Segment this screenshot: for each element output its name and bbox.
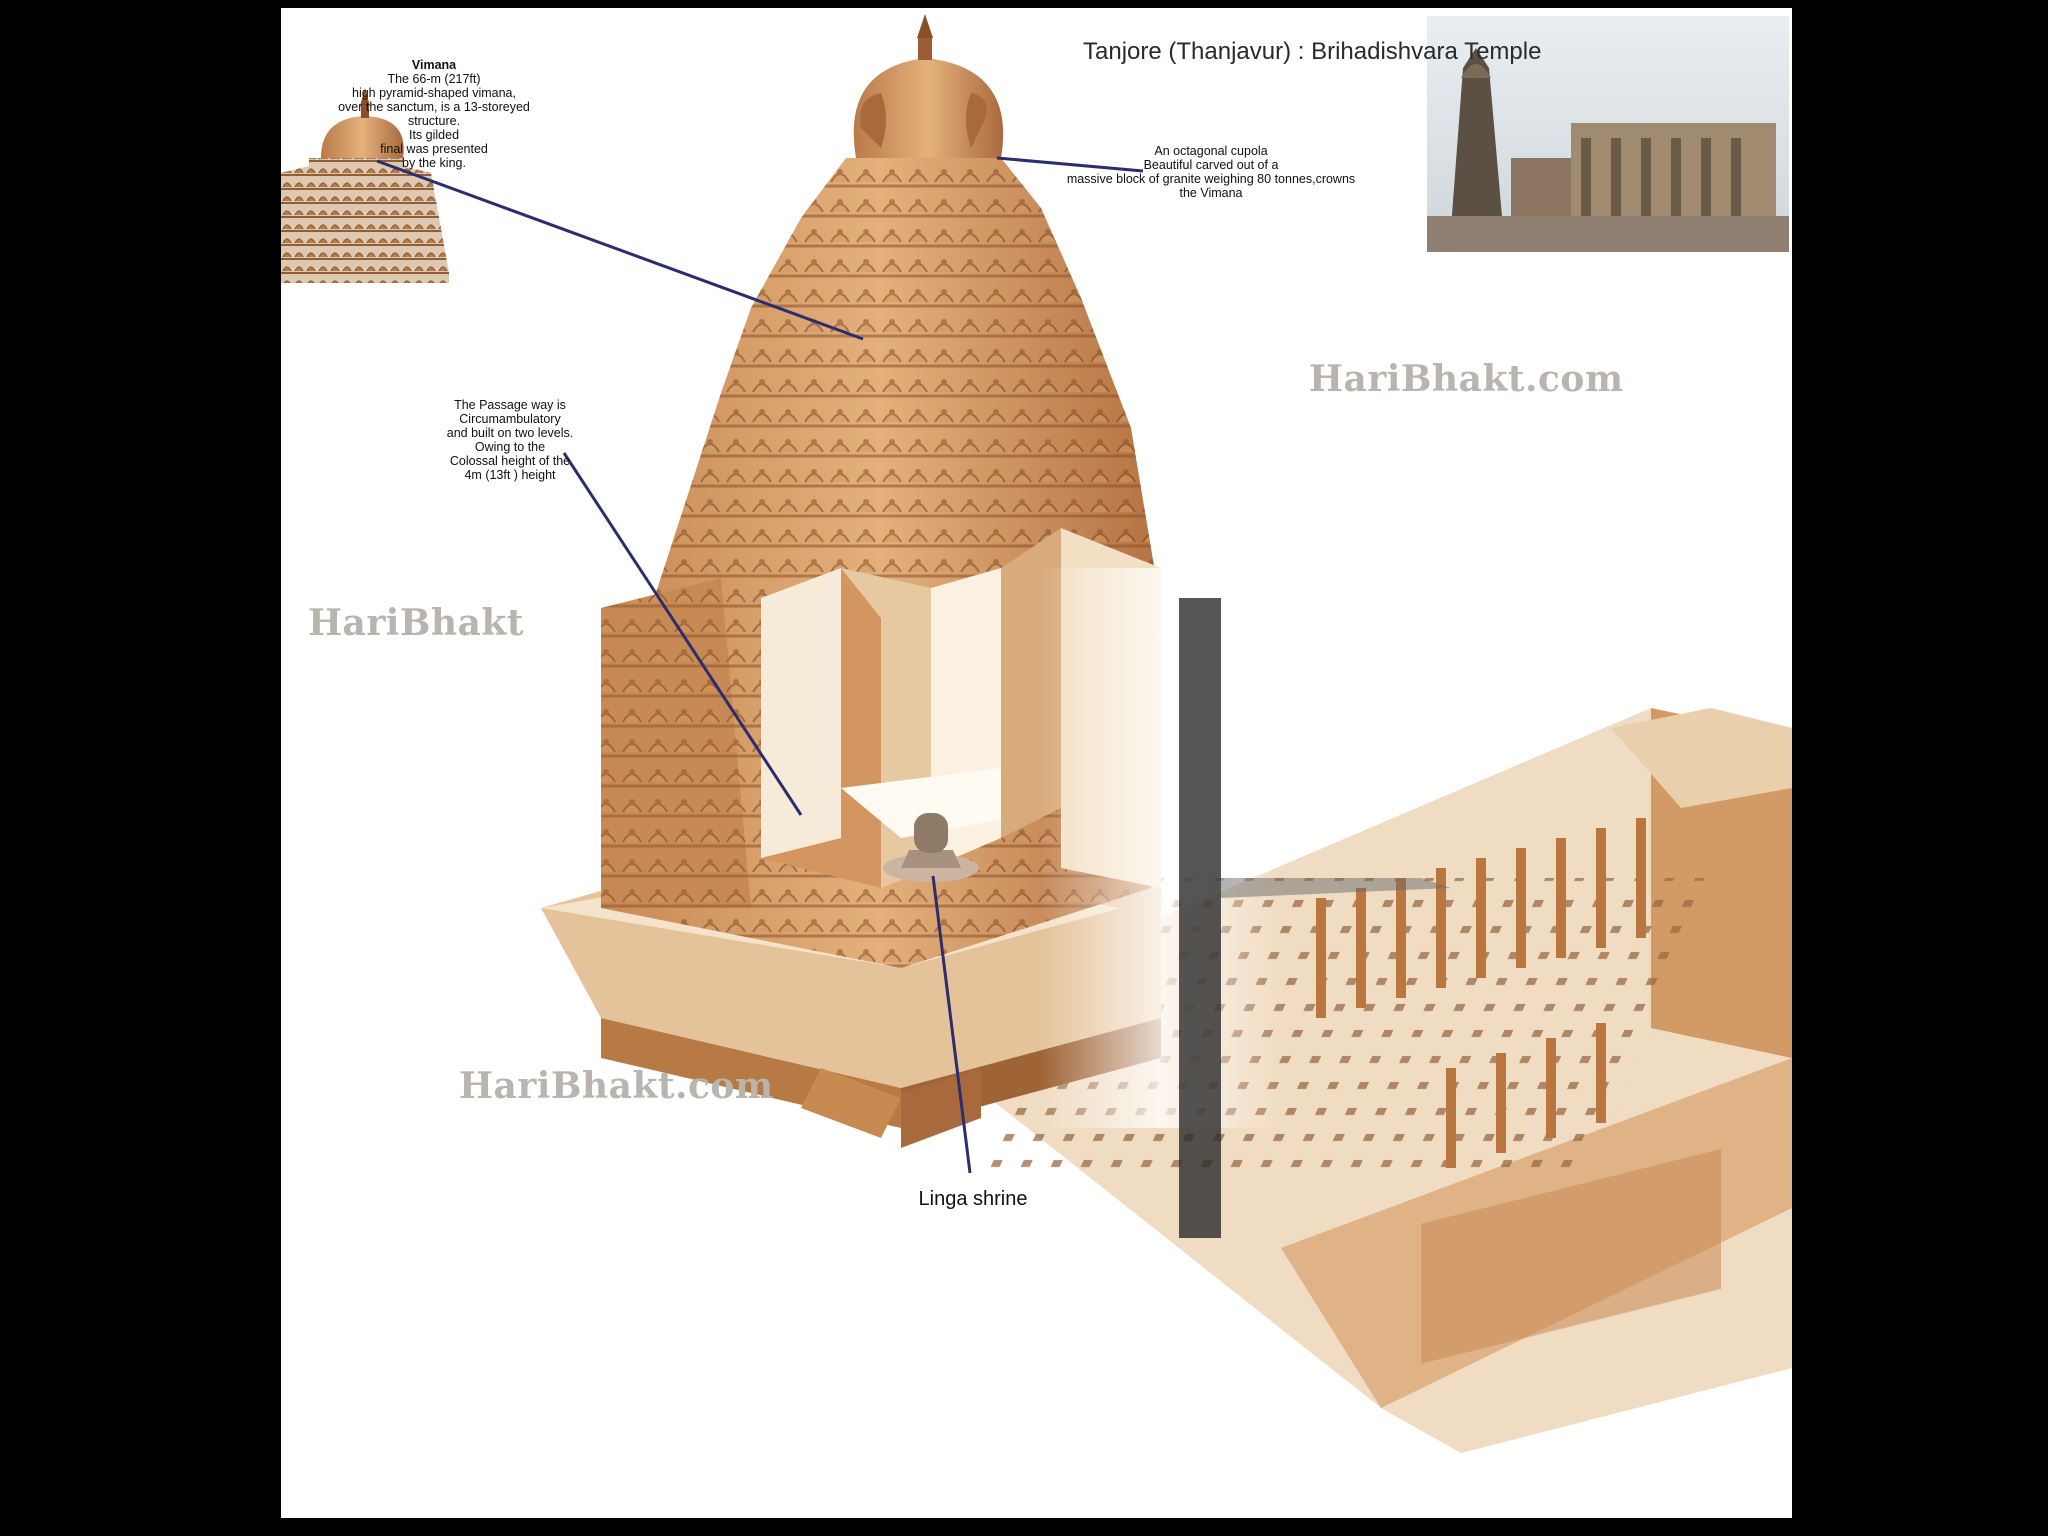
passage-leader-line: [562, 452, 803, 816]
watermark: HariBhakt.com: [1309, 358, 1624, 400]
linga-shrine-label: Linga shrine: [918, 1188, 1028, 1210]
vimana-line: high pyramid-shaped vimana,: [352, 86, 516, 100]
cupola-leader-line: [996, 156, 1144, 173]
watermark: HariBhakt: [308, 602, 524, 644]
linga-leader-line: [931, 875, 972, 1174]
cupola-line: the Vimana: [1179, 186, 1243, 200]
vimana-line: over the sanctum, is a 13-storeyed struc…: [338, 100, 530, 128]
passage-line: and built on two levels.: [446, 426, 574, 440]
passage-label: The Passage way is Circumambulatory and …: [426, 398, 594, 482]
cupola-line: Beautiful carved out of a: [1143, 158, 1279, 172]
vimana-leader-line: [376, 159, 864, 341]
cutaway-wall-section: [1179, 598, 1221, 1238]
passage-line: Owing to the: [474, 440, 546, 454]
diagram-canvas: Tanjore (Thanjavur) : Brihadishvara Temp…: [281, 8, 1792, 1518]
vimana-line: final was presented: [380, 142, 488, 156]
vimana-line: by the king.: [402, 156, 466, 170]
vimana-heading: Vimana: [411, 58, 457, 72]
vimana-line: The 66-m (217ft): [387, 72, 481, 86]
passage-line: The Passage way is: [454, 398, 566, 412]
cupola-line: An octagonal cupola: [1154, 144, 1268, 158]
cupola-label: An octagonal cupola Beautiful carved out…: [1036, 144, 1386, 200]
passage-line: Circumambulatory: [459, 412, 561, 426]
watermark: HariBhakt.com: [459, 1065, 774, 1107]
vimana-line: Its gilded: [408, 128, 460, 142]
passage-line: 4m (13ft ) height: [464, 468, 556, 482]
vimana-label: Vimana The 66-m (217ft) high pyramid-sha…: [319, 58, 549, 170]
temple-cutaway-illustration: [281, 14, 1792, 1453]
diagram-title: Tanjore (Thanjavur) : Brihadishvara Temp…: [1083, 38, 1542, 65]
temple-photo-inset: [1427, 16, 1789, 252]
passage-line: Colossal height of the: [449, 454, 571, 468]
vimana-thumbnail-illustration: [281, 88, 449, 283]
leader-lines: [376, 156, 1144, 1174]
cupola-line: massive block of granite weighing 80 ton…: [1066, 172, 1356, 186]
